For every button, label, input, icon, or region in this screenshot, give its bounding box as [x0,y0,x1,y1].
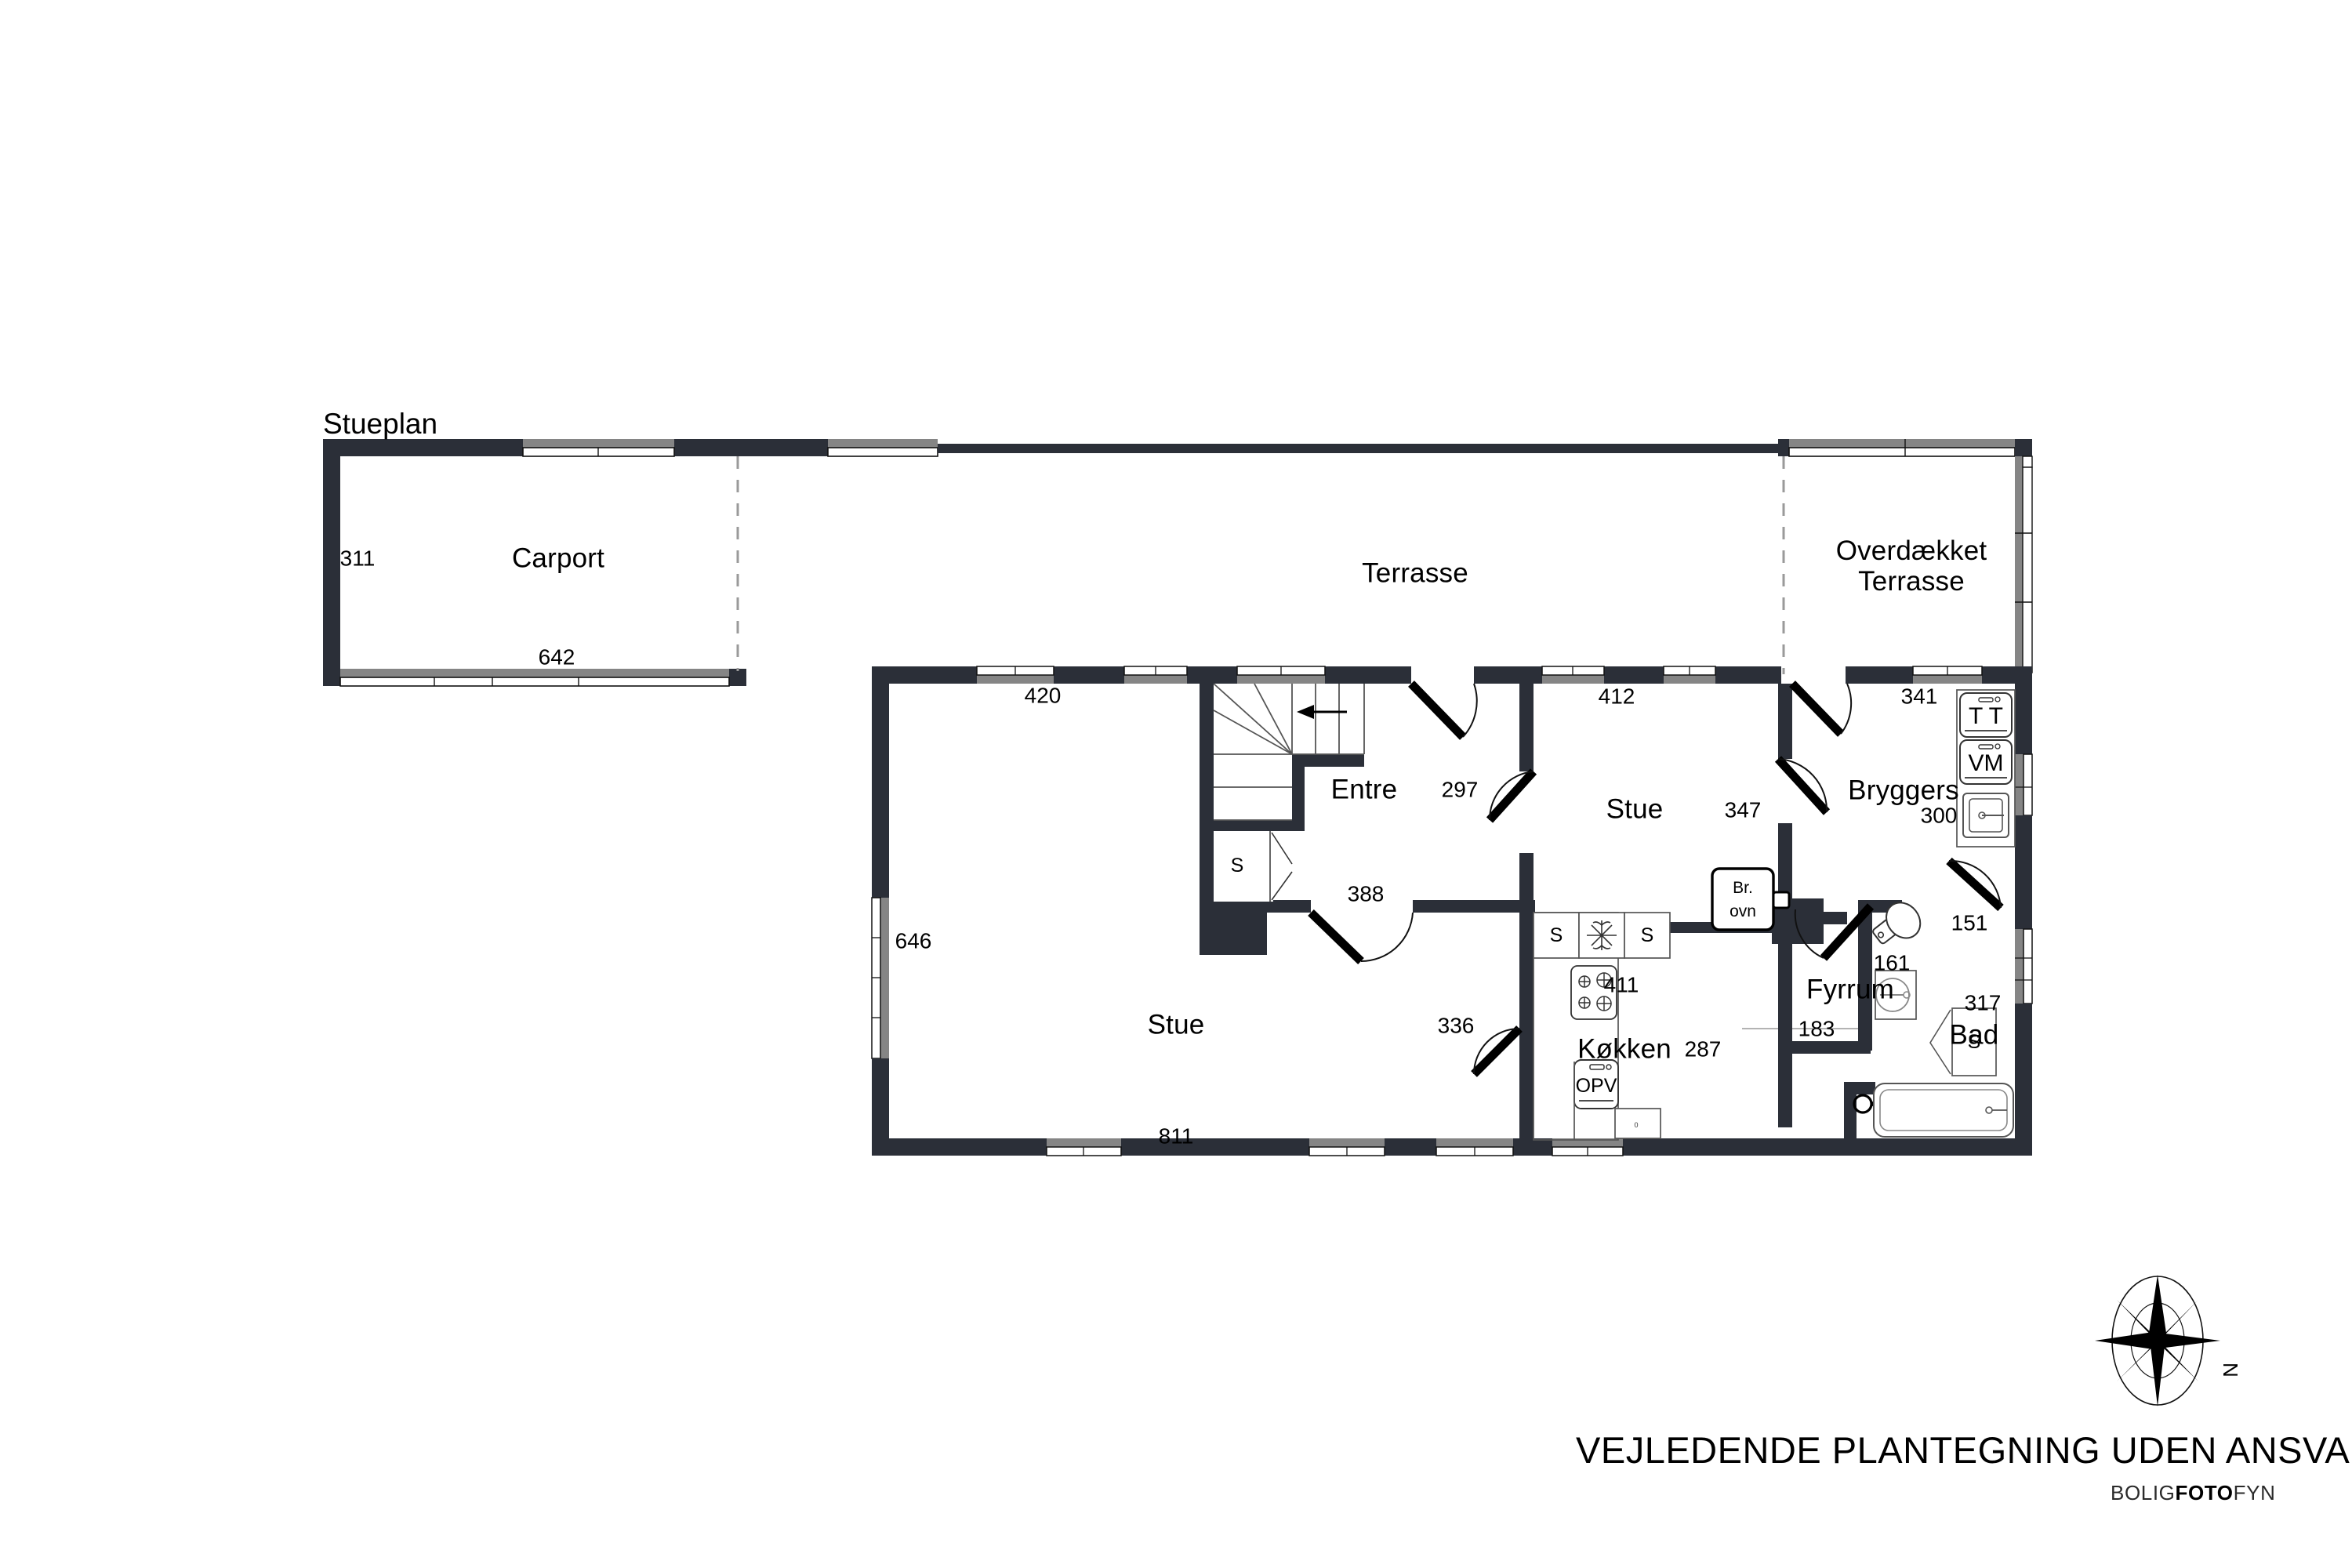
room-label-bad: Bad [1949,1019,1999,1051]
overdaekket-line-1: Overdækket [1835,535,1987,566]
dimension-bryggers-width: 300 [1920,803,1958,828]
sink-icon [1875,970,1917,1020]
dimension-kokken-right: 287 [1684,1036,1722,1062]
dimension-stue-left: 646 [895,928,932,953]
dimension-stue-top: 420 [1024,683,1062,708]
svg-text:0: 0 [1634,1121,1638,1129]
room-label-bryggers: Bryggers [1848,775,1959,806]
door-stue-kokken [1471,1025,1523,1077]
window-bottom-2 [1308,1138,1385,1156]
window-top-1 [976,666,1054,684]
window-left [871,897,889,1059]
door-fyrrum [1794,903,1875,961]
window-top-6 [1912,666,1983,684]
page-title: Stueplan [323,408,438,440]
room-label-carport: Carport [511,543,605,574]
roofline-terrasse [938,439,2033,674]
compass-north-letter: N [2219,1363,2242,1377]
door-stue-bryggers [1774,756,1831,815]
window-right-2 [2015,928,2033,1004]
bath-cabinet-box [1929,1007,1997,1076]
room-label-kokken: Køkken [1577,1033,1671,1065]
fixture-label-cabinet-left: S [1549,924,1563,946]
dimension-kokken-top: 411 [1603,972,1639,997]
door-bryggers-bad [1946,857,2004,912]
washing-machine-icon [1959,739,2013,785]
door-entre-stue [1486,768,1537,823]
room-label-stue-right: Stue [1606,793,1664,825]
cooktop-icon [1570,965,1617,1020]
brand-mid: FOTO [2175,1481,2234,1504]
window-top-2 [1123,666,1188,684]
room-label-terrasse: Terrasse [1362,557,1468,589]
window-top-5 [1663,666,1716,684]
fixture-label-wood-stove-line1: Br. [1733,879,1753,898]
window-top-3 [1236,666,1326,684]
wood-stove-icon [1711,867,1791,931]
stair-closet [1214,831,1293,902]
window-right-1 [2015,753,2033,816]
overdaekket-line-2: Terrasse [1858,566,1965,597]
fixture-label-closet-stair: S [1230,855,1244,877]
staircase [1213,683,1365,821]
window-top-4 [1541,666,1605,684]
tumble-dryer-icon [1959,692,2013,738]
dimension-terrasse-right: 341 [1900,684,1938,709]
utility-sink-icon [1962,793,2009,838]
fixture-label-tumble-dryer: T T [1969,703,2003,730]
cooktop-star-icon [1587,920,1617,950]
house-outer-walls [871,666,2033,1156]
room-label-stue-left: Stue [1147,1009,1205,1040]
dimension-entre-right: 297 [1441,777,1479,802]
doors [1308,681,2004,1077]
room-label-entre: Entre [1330,774,1398,805]
bathroom-fixtures [1853,902,2014,1138]
bryggers-fixtures [1956,689,2016,848]
dimension-carport-left: 311 [339,546,376,571]
dimension-stue2-right: 347 [1724,797,1762,822]
carport-window-top-1 [522,439,675,457]
carport-window-top-2 [827,439,938,457]
door-bryggers-terrasse [1789,681,1853,737]
stair-direction-arrow [1297,705,1347,719]
dimension-carport-bottom: 642 [538,644,575,670]
fixture-label-wood-stove-line2: ovn [1730,902,1756,921]
dimension-fyrrum-bottom: 183 [1798,1016,1835,1041]
fixture-label-cabinet-right: S [1640,924,1654,946]
fixture-label-dishwasher: OPV [1575,1075,1617,1097]
brand-post: FYN [2233,1481,2276,1504]
fixture-label-washing-machine: VM [1968,750,2004,777]
dimension-stue2-top: 412 [1598,684,1635,709]
room-label-fyrrum: Fyrrum [1806,974,1895,1005]
room-label-overdaekket-terrasse: Overdækket Terrasse [1836,535,1987,597]
footer-disclaimer: VEJLEDENDE PLANTEGNING UDEN ANSVAR [1576,1429,2352,1471]
dimension-bad-top: 151 [1951,910,1988,935]
brand-pre: BOLIG [2111,1481,2176,1504]
bathtub-icon [1873,1083,2014,1138]
footer-brand: BOLIGFOTOFYN [2111,1481,2276,1504]
toilet-icon [1872,902,1922,945]
compass-rose-icon: N [2095,1275,2242,1406]
fixture-label-bath-cabinet: S [1967,1031,1981,1053]
dimension-kokken-left: 336 [1437,1013,1475,1038]
carport-structure [323,439,938,687]
dimension-bad-right: 317 [1964,990,2002,1015]
interior-walls [1200,684,1902,1140]
door-entre-terrasse [1408,681,1478,740]
kitchen-fixtures: 0 [1533,912,1671,1141]
dimension-fyrrum-right: 161 [1873,950,1911,975]
window-bottom-4 [1552,1138,1624,1156]
window-bottom-3 [1436,1138,1514,1156]
window-bottom-1 [1046,1138,1122,1156]
carport-window-bottom [323,669,746,687]
door-entre-stue-left [1308,909,1414,964]
dimension-entre-bottom: 388 [1347,881,1385,906]
dimension-stue-bottom: 811 [1158,1123,1194,1149]
